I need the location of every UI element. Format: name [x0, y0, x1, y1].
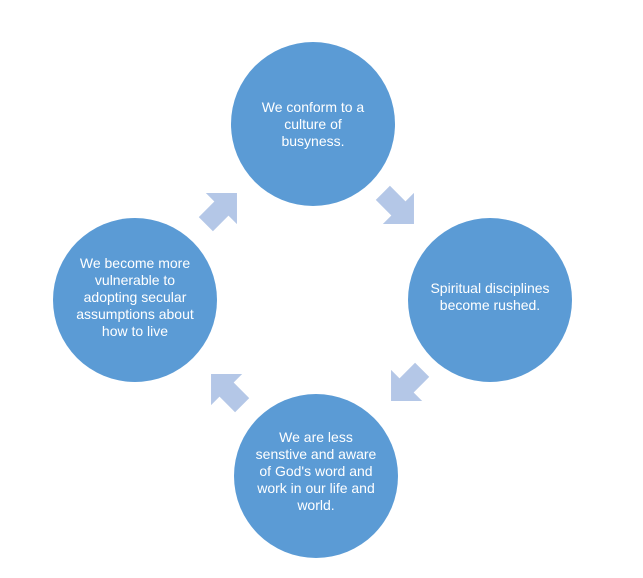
- arrow-right-to-bottom: [391, 362, 430, 401]
- arrow-left-to-top: [198, 193, 237, 232]
- arrow-top-to-right: [375, 185, 414, 224]
- arrow-bottom-to-left: [211, 374, 250, 413]
- cycle-node-right-label: Spiritual disciplines become rushed.: [430, 280, 550, 313]
- cycle-node-bottom: We are less senstive and aware of God's …: [234, 394, 398, 558]
- cycle-node-left-label: We become more vulnerable to adopting se…: [76, 254, 194, 339]
- cycle-node-left: We become more vulnerable to adopting se…: [53, 218, 217, 382]
- cycle-node-right: Spiritual disciplines become rushed.: [408, 218, 572, 382]
- cycle-node-top: We conform to a culture of busyness.: [231, 42, 395, 206]
- cycle-node-top-label: We conform to a culture of busyness.: [261, 98, 365, 149]
- cycle-node-bottom-label: We are less senstive and aware of God's …: [255, 428, 377, 513]
